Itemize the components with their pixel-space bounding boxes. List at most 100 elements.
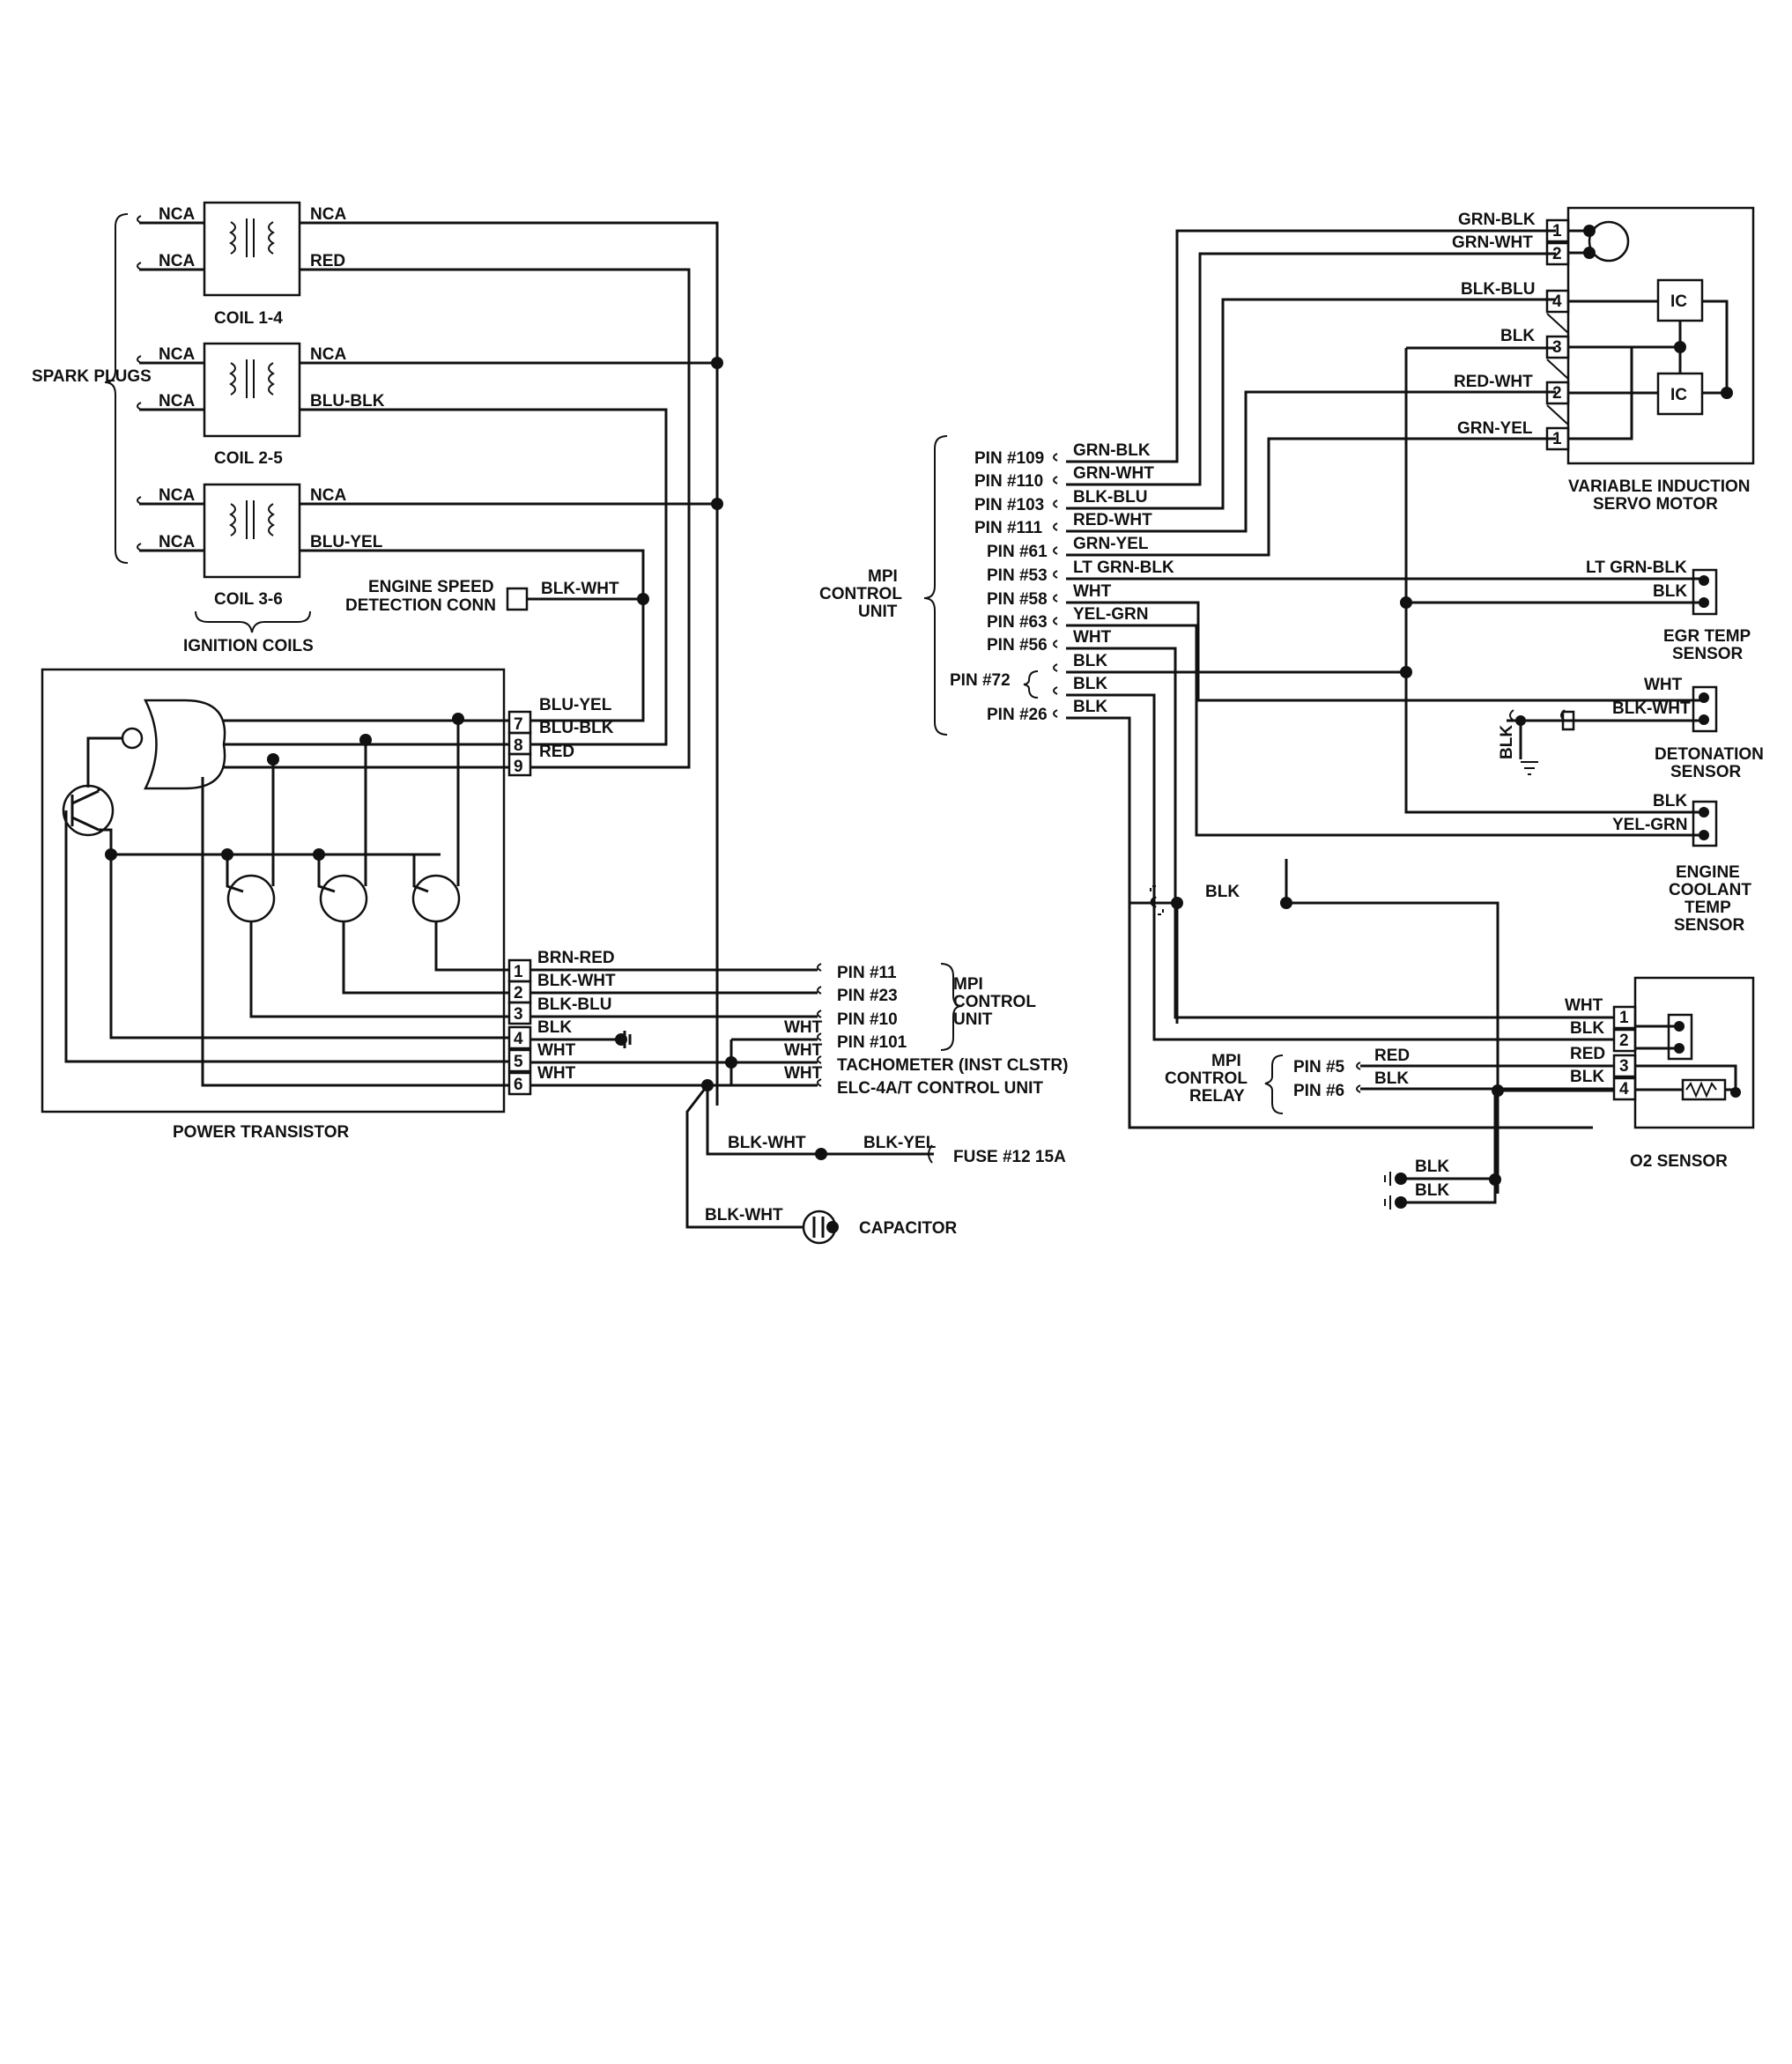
pt-wire-red: RED <box>539 743 574 761</box>
egr-title-2: SENSOR <box>1672 645 1744 663</box>
pt-wire-blu-yel: BLU-YEL <box>539 696 612 714</box>
wire-blk-72b: BLK <box>1073 675 1107 693</box>
det-title-1: DETONATION <box>1655 745 1764 764</box>
fuse-wire-1: BLK-WHT <box>728 1134 806 1152</box>
pin-110: PIN #110 <box>974 472 1043 491</box>
pin-109: PIN #109 <box>974 449 1044 468</box>
servo-pin-1b: 1 <box>1552 430 1562 448</box>
pt-pin-2: 2 <box>514 984 523 1002</box>
mpi-right-pins: PIN #109 PIN #110 PIN #103 PIN #111 PIN … <box>950 441 1174 724</box>
power-transistor-title: POWER TRANSISTOR <box>173 1123 349 1142</box>
mpi-pin-23: PIN #23 <box>837 987 898 1005</box>
coil-1-4-title: COIL 1-4 <box>214 309 283 328</box>
ic-2: IC <box>1670 386 1687 404</box>
ect-wire-2: YEL-GRN <box>1612 816 1688 834</box>
relay-wire-red: RED <box>1374 1047 1410 1065</box>
egr-title-1: EGR TEMP <box>1663 627 1751 646</box>
wire-grn-wht: GRN-WHT <box>1073 464 1154 483</box>
coil-1-4: NCA NCA NCA RED COIL 1-4 <box>159 201 346 328</box>
elc-label: ELC-4A/T CONTROL UNIT <box>837 1079 1043 1098</box>
pt-pin-3: 3 <box>514 1005 523 1024</box>
tach-wire-2: WHT <box>784 1041 823 1060</box>
coil-2-5-out-bot: BLU-BLK <box>310 392 385 411</box>
pt-wire-wht-5: WHT <box>537 1041 576 1060</box>
coil-3-6-in-bot: NCA <box>159 533 195 551</box>
ect-title-2: COOLANT <box>1669 881 1751 899</box>
wire-blk-blu: BLK-BLU <box>1073 488 1147 507</box>
relay-title-1: MPI <box>1211 1052 1241 1070</box>
engine-speed-wire: BLK-WHT <box>541 580 619 598</box>
ect-title-3: TEMP <box>1685 899 1731 917</box>
mpi-pin-11: PIN #11 <box>837 964 897 982</box>
coil-2-5-in-top: NCA <box>159 345 195 364</box>
pin-53: PIN #53 <box>987 566 1048 585</box>
ignition-coils-brace <box>195 610 311 633</box>
tach-wire-1: WHT <box>784 1018 823 1037</box>
coil-1-4-in-bot: NCA <box>159 252 195 270</box>
det-ground-wire: BLK <box>1498 725 1516 759</box>
mpi-right-title-3: UNIT <box>858 603 898 621</box>
fuse-label: FUSE #12 15A <box>953 1148 1066 1166</box>
ect-title-4: SENSOR <box>1674 916 1745 935</box>
servo-pin-2a: 2 <box>1552 245 1562 263</box>
wire-grn-yel: GRN-YEL <box>1073 535 1149 553</box>
egr-wire-1: LT GRN-BLK <box>1586 559 1687 577</box>
coil-2-5: NCA NCA NCA BLU-BLK COIL 2-5 <box>159 342 385 468</box>
coil-1-4-out-top: NCA <box>310 205 346 224</box>
mpi-right-title-1: MPI <box>868 567 898 586</box>
servo-pin-1a: 1 <box>1552 222 1562 240</box>
o2-sensor: 1 2 3 4 WHT BLK RED BLK O2 SENSOR <box>1565 976 1755 1171</box>
mpi-pin-10: PIN #10 <box>837 1010 898 1029</box>
pt-pin-4: 4 <box>514 1030 523 1048</box>
coolant-temp-sensor: BLK YEL-GRN ENGINE COOLANT TEMP SENSOR <box>1612 792 1751 935</box>
det-wire-2: BLK-WHT <box>1612 699 1691 718</box>
servo-motor: 1 2 4 3 2 1 GRN-BLK GRN-WHT BLK-BLU BLK … <box>1452 206 1755 514</box>
wire-lt-grn-blk: LT GRN-BLK <box>1073 559 1174 577</box>
servo-pin-2b: 2 <box>1552 384 1562 403</box>
det-wire-1: WHT <box>1644 676 1683 694</box>
wire-red-wht: RED-WHT <box>1073 511 1152 529</box>
servo-wire-blk-blu: BLK-BLU <box>1461 280 1535 299</box>
pin-103: PIN #103 <box>974 496 1044 514</box>
pt-wire-blk: BLK <box>537 1018 572 1037</box>
coil-3-6-title: COIL 3-6 <box>214 590 283 609</box>
servo-pin-3: 3 <box>1552 338 1562 357</box>
pt-pin-8: 8 <box>514 736 523 755</box>
egr-wire-2: BLK <box>1653 582 1687 601</box>
servo-wire-red-wht: RED-WHT <box>1454 373 1533 391</box>
o2-wire-wht: WHT <box>1565 996 1603 1015</box>
capacitor-wire: BLK-WHT <box>705 1206 783 1224</box>
o2-pin-2: 2 <box>1619 1032 1629 1050</box>
tachometer-label: TACHOMETER (INST CLSTR) <box>837 1056 1068 1075</box>
pt-pin-5: 5 <box>514 1053 523 1071</box>
mpi-left-title-2: CONTROL <box>953 993 1036 1011</box>
pt-pin-6: 6 <box>514 1076 523 1094</box>
engine-speed-label-1: ENGINE SPEED <box>368 578 494 596</box>
pin-56: PIN #56 <box>987 636 1048 655</box>
mpi-control-relay: MPI CONTROL RELAY PIN #5 PIN #6 RED BLK <box>1165 1047 1614 1114</box>
mpi-right-title-2: CONTROL <box>819 585 902 603</box>
pt-wire-blu-blk: BLU-BLK <box>539 719 614 737</box>
pt-pin-9: 9 <box>514 758 523 776</box>
engine-speed-label-2: DETECTION CONN <box>345 596 496 615</box>
egr-temp-sensor: LT GRN-BLK BLK EGR TEMP SENSOR <box>1586 559 1751 663</box>
pt-pin-1: 1 <box>514 963 523 981</box>
capacitor-label: CAPACITOR <box>859 1219 957 1238</box>
pin-111: PIN #111 <box>974 519 1043 537</box>
ground-wire-1: BLK <box>1415 1158 1449 1176</box>
ic-1: IC <box>1670 292 1687 311</box>
wire-yel-grn: YEL-GRN <box>1073 605 1149 624</box>
coil-2-5-title: COIL 2-5 <box>214 449 283 468</box>
wire-blk-26: BLK <box>1073 698 1107 716</box>
ground-connections: BLK BLK <box>1384 1158 1497 1210</box>
o2-title: O2 SENSOR <box>1630 1152 1728 1171</box>
pin-61: PIN #61 <box>987 543 1048 561</box>
servo-wire-blk: BLK <box>1500 327 1535 345</box>
pt-wire-blk-wht: BLK-WHT <box>537 972 616 990</box>
pin-26: PIN #26 <box>987 706 1048 724</box>
servo-wire-grn-blk: GRN-BLK <box>1458 211 1536 229</box>
detonation-sensor: WHT BLK-WHT BLK DETONATION SENSOR <box>1498 676 1764 781</box>
wire-blk-72a: BLK <box>1073 652 1107 670</box>
blk-splice-label: BLK <box>1205 883 1240 901</box>
